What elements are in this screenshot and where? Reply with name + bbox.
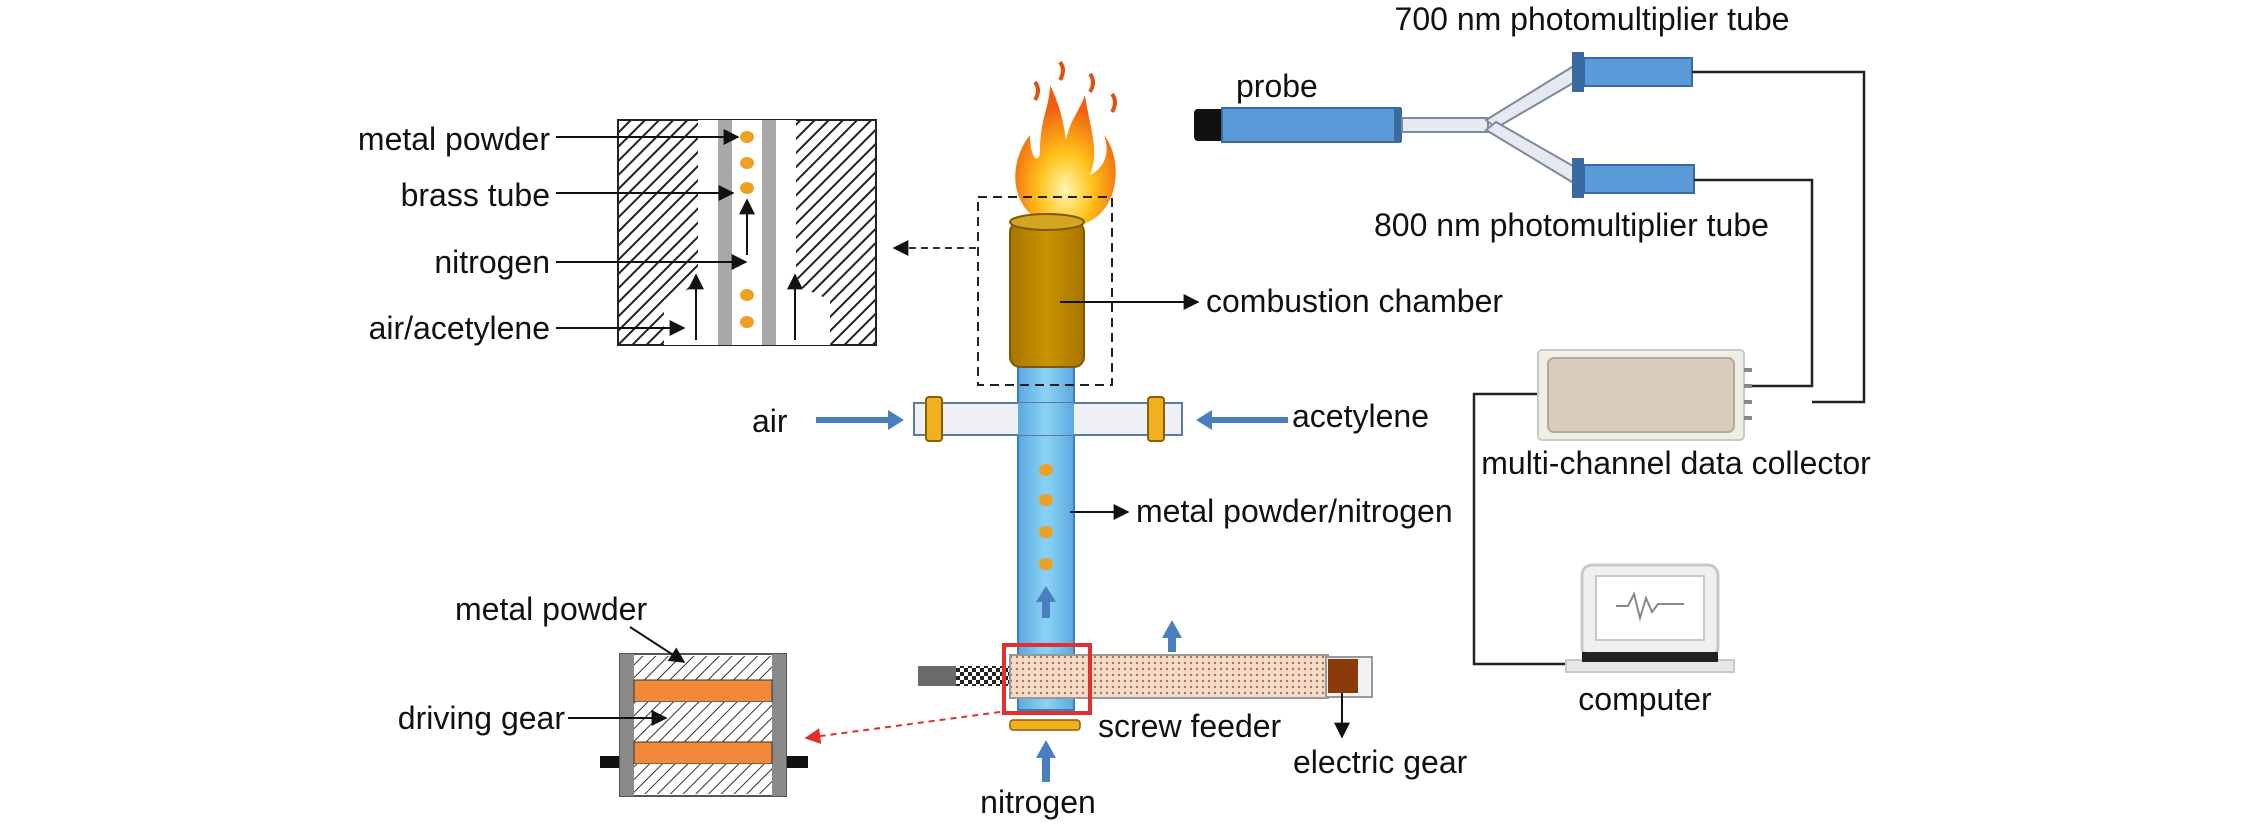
gear-driving-gear-label: driving gear xyxy=(398,700,566,736)
driving-gear-cross-section xyxy=(600,653,808,797)
powder-particle xyxy=(740,289,754,301)
nitrogen-inlet-label: nitrogen xyxy=(980,784,1096,820)
nozzle-metal-powder-label: metal powder xyxy=(358,121,550,157)
air-label: air xyxy=(752,403,788,439)
nozzle-brass-tube-label: brass tube xyxy=(401,177,550,213)
probe-label: probe xyxy=(1236,68,1318,104)
feeder-highlight-box xyxy=(1002,643,1092,715)
electric-gear-motor xyxy=(1328,659,1358,693)
powder-particle xyxy=(1039,464,1053,476)
powder-particle xyxy=(740,157,754,169)
nozzle-air-acetylene-label: air/acetylene xyxy=(369,310,550,346)
powder-particle xyxy=(1039,494,1053,506)
brass-tube-wall-left xyxy=(718,120,732,345)
pmt-800-label: 800 nm photomultiplier tube xyxy=(1374,207,1769,243)
pmt-700-label: 700 nm photomultiplier tube xyxy=(1395,1,1790,37)
gear-callout-arrow xyxy=(804,711,1001,745)
powder-particle xyxy=(740,182,754,194)
powder-particle xyxy=(740,131,754,143)
electric-gear-label: electric gear xyxy=(1293,744,1468,780)
screw-feeder-label: screw feeder xyxy=(1098,708,1282,744)
data-collector xyxy=(1537,349,1752,441)
acetylene-label: acetylene xyxy=(1292,398,1429,434)
powder-particle xyxy=(1039,526,1053,538)
powder-particle xyxy=(740,316,754,328)
data-collector-label: multi-channel data collector xyxy=(1481,445,1871,481)
combustion-chamber xyxy=(1009,213,1085,368)
acetylene-inlet-arrow xyxy=(1196,410,1288,430)
signal-wires xyxy=(1472,70,1866,666)
air-inlet-arrow xyxy=(816,410,904,430)
bottom-flange xyxy=(1009,719,1081,731)
screw-feeder xyxy=(918,654,1373,699)
pmt-800-tube xyxy=(1572,158,1695,198)
combustion-chamber-label: combustion chamber xyxy=(1206,283,1503,319)
metal-powder-nitrogen-label: metal powder/nitrogen xyxy=(1136,493,1453,529)
gear-metal-powder-label: metal powder xyxy=(455,591,647,627)
nozzle-nitrogen-label: nitrogen xyxy=(434,244,550,280)
fiber-bundle xyxy=(1401,65,1582,184)
nozzle-leader-lines xyxy=(556,129,748,336)
flame-icon xyxy=(1015,60,1117,225)
pmt-700-tube xyxy=(1572,52,1693,92)
nitrogen-inlet-arrow xyxy=(1036,740,1056,782)
computer-label: computer xyxy=(1578,681,1712,717)
nozzle-cross-section xyxy=(617,119,877,346)
flow-up-arrow xyxy=(1036,586,1056,618)
powder-particle xyxy=(1039,558,1053,570)
feeder-up-arrow xyxy=(1162,620,1182,652)
laptop-icon xyxy=(1565,563,1735,673)
chamber-detail-box xyxy=(977,196,1113,386)
brass-tube-wall-right xyxy=(762,120,776,345)
gas-manifold xyxy=(913,396,1183,442)
optical-probe xyxy=(1194,107,1402,143)
